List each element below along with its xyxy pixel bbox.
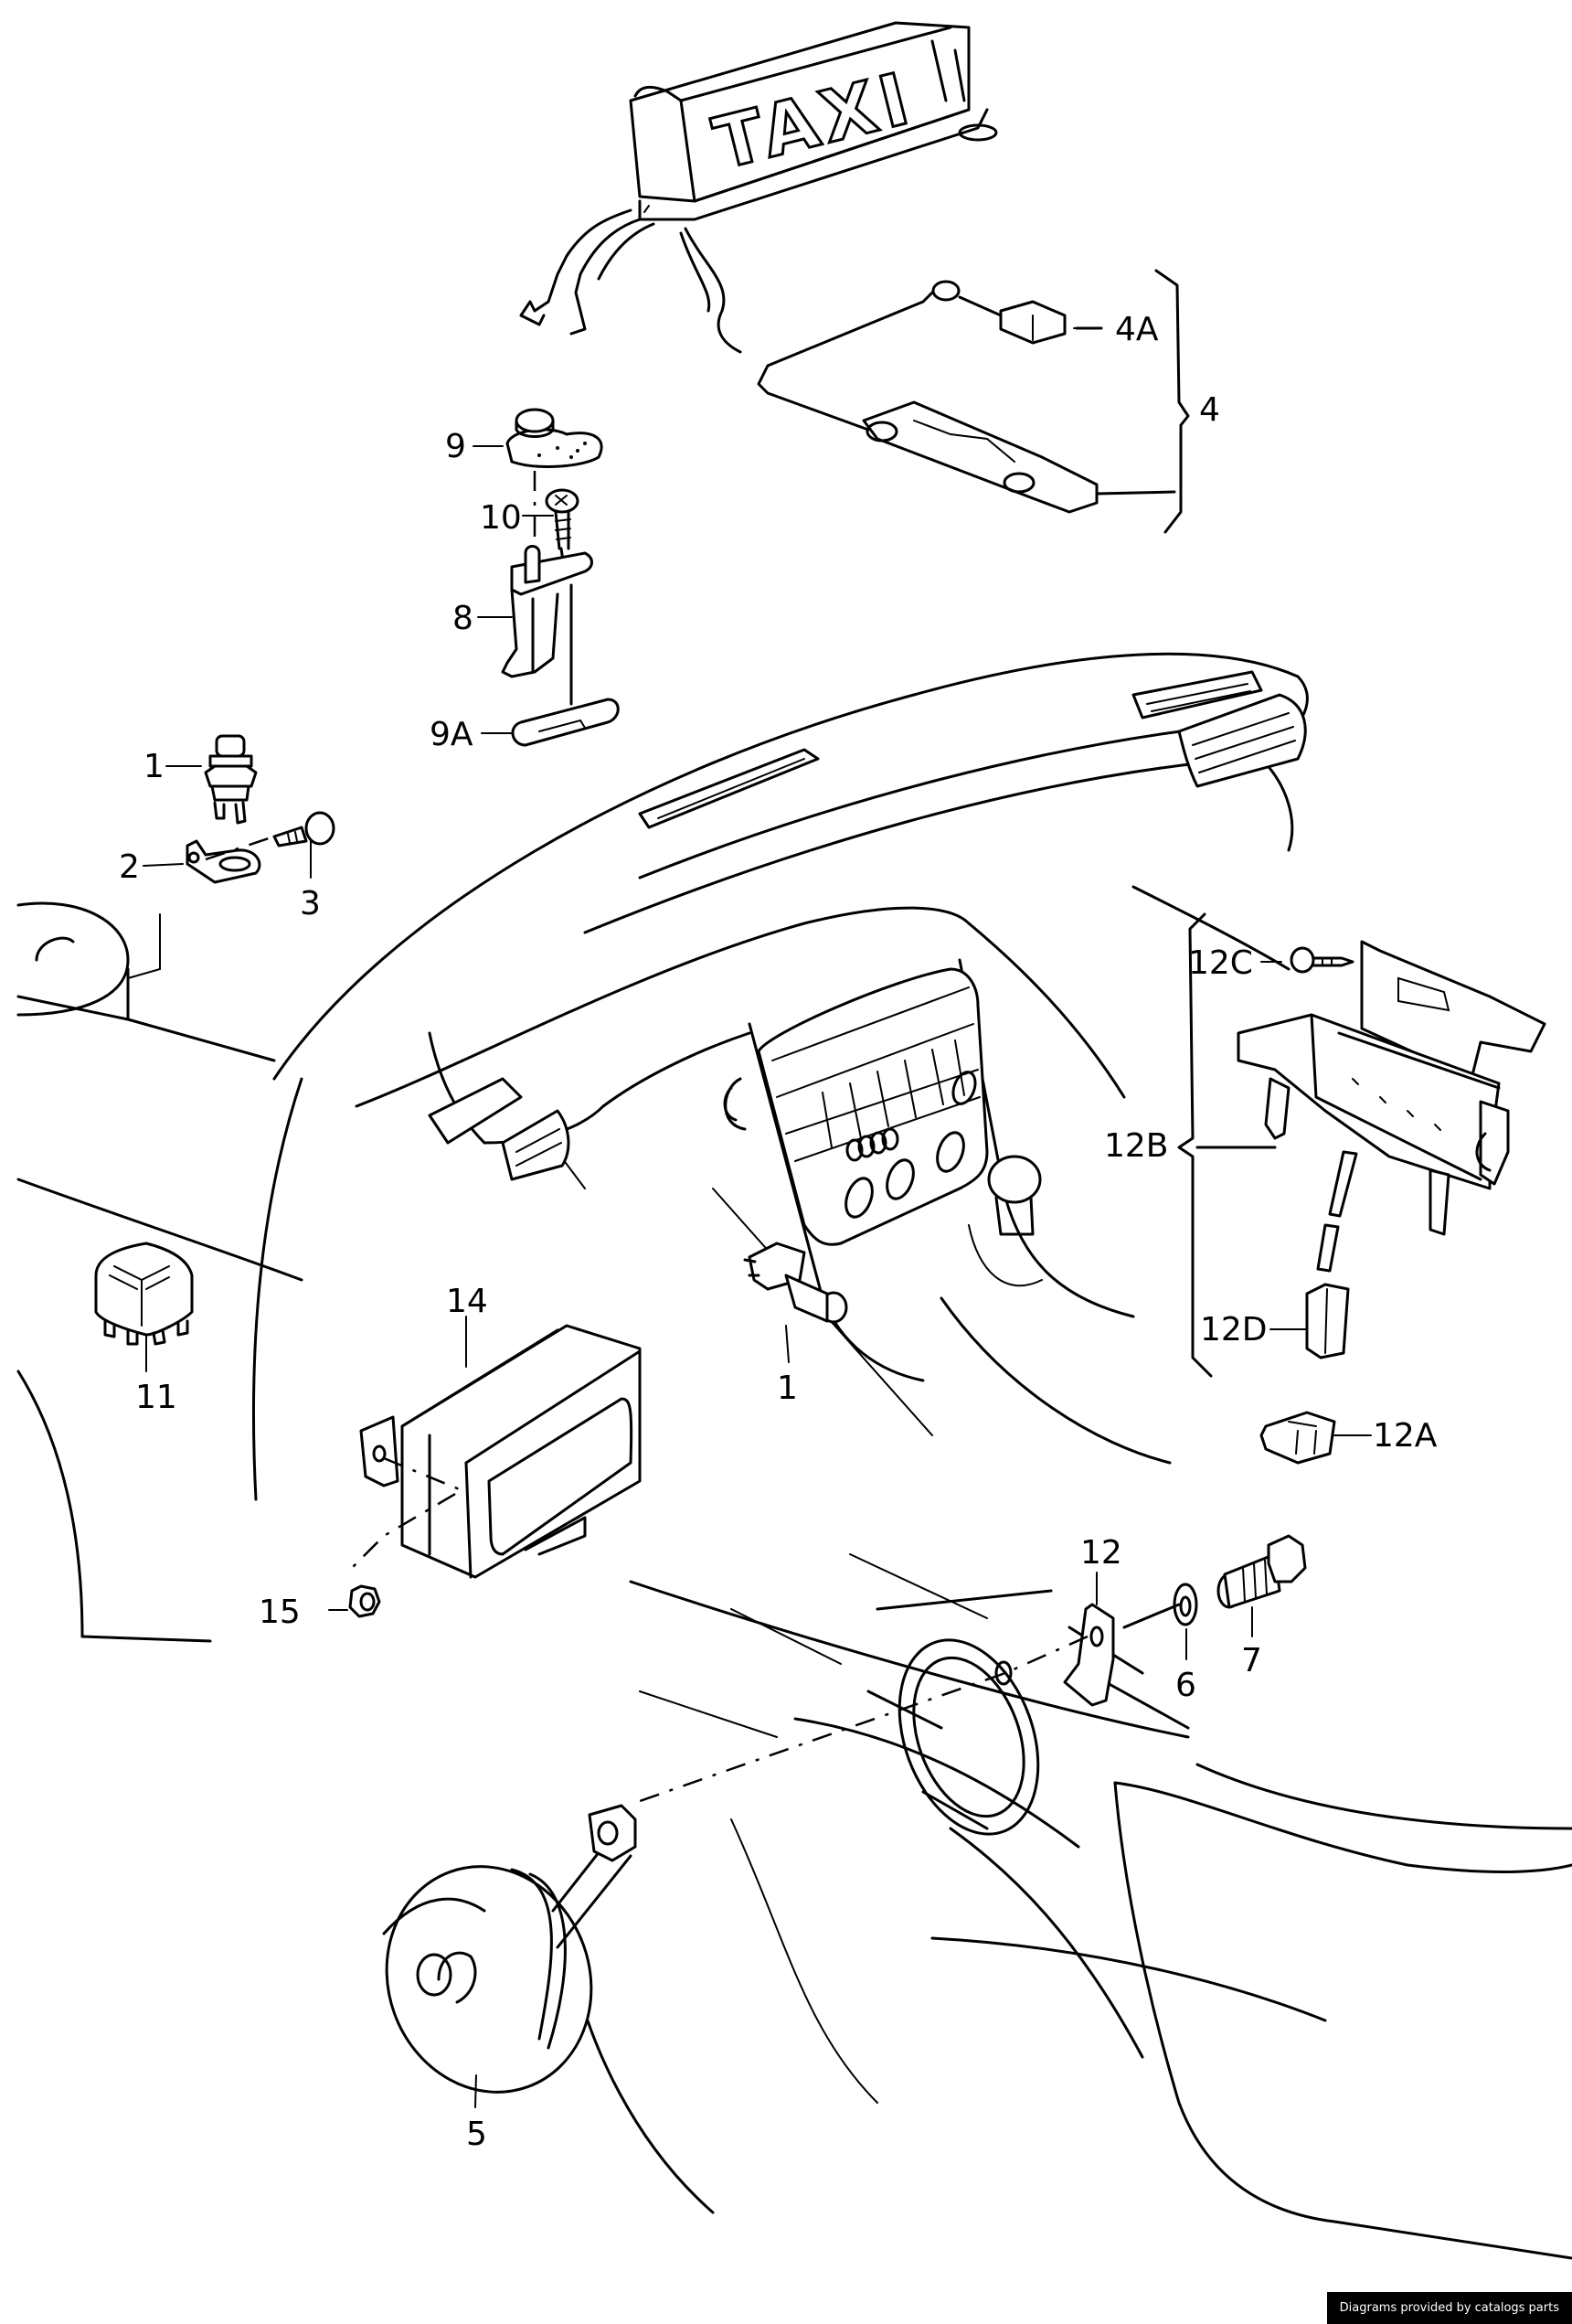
parts-12-6-7-horn-mount <box>639 1534 1307 1803</box>
leader-lines <box>143 327 1372 2108</box>
callout-9: 9 <box>445 428 466 465</box>
callout-2: 2 <box>119 848 140 886</box>
callout-11: 11 <box>135 1379 177 1416</box>
parts-1-2-3-switch-group <box>186 734 335 884</box>
taxi-roof-sign: TAXI <box>519 21 998 354</box>
callout-8: 8 <box>452 600 473 637</box>
callout-14: 14 <box>446 1283 488 1320</box>
callout-9A: 9A <box>430 716 473 753</box>
callout-15: 15 <box>259 1594 301 1631</box>
part-1-lower-switch <box>743 1242 848 1324</box>
callout-6: 6 <box>1175 1667 1196 1704</box>
callout-12A: 12A <box>1373 1417 1438 1455</box>
callout-12: 12 <box>1080 1534 1122 1572</box>
part-4-wiring-harness <box>757 269 1190 534</box>
part-11-relay <box>94 1242 194 1346</box>
callout-12C: 12C <box>1188 944 1253 982</box>
callout-1-top: 1 <box>143 748 165 785</box>
part-14-control-module <box>346 1324 642 1618</box>
credit-footer: Diagrams provided by catalogs parts <box>1326 2292 1572 2324</box>
callout-12D: 12D <box>1200 1311 1268 1349</box>
part-5-horn <box>382 1804 637 2094</box>
callout-4A: 4A <box>1115 311 1159 348</box>
callout-4: 4 <box>1199 391 1220 429</box>
callout-10: 10 <box>480 499 522 537</box>
callout-12B: 12B <box>1104 1127 1169 1165</box>
callout-3: 3 <box>300 885 321 922</box>
callout-1-bottom: 1 <box>777 1370 798 1407</box>
dashboard-vents <box>428 670 1307 1181</box>
part-12B-bracket-assembly <box>1177 912 1546 1465</box>
vehicle-outline <box>16 652 1572 2260</box>
callout-labels: 4A 4 9 10 8 9A 1 2 3 12C 12B 12D 12A 14 … <box>119 311 1438 2153</box>
callout-7: 7 <box>1241 1642 1262 1679</box>
callout-5: 5 <box>466 2116 487 2153</box>
center-console <box>723 967 1043 1287</box>
parts-8-9-10-bracket-group <box>501 408 620 747</box>
